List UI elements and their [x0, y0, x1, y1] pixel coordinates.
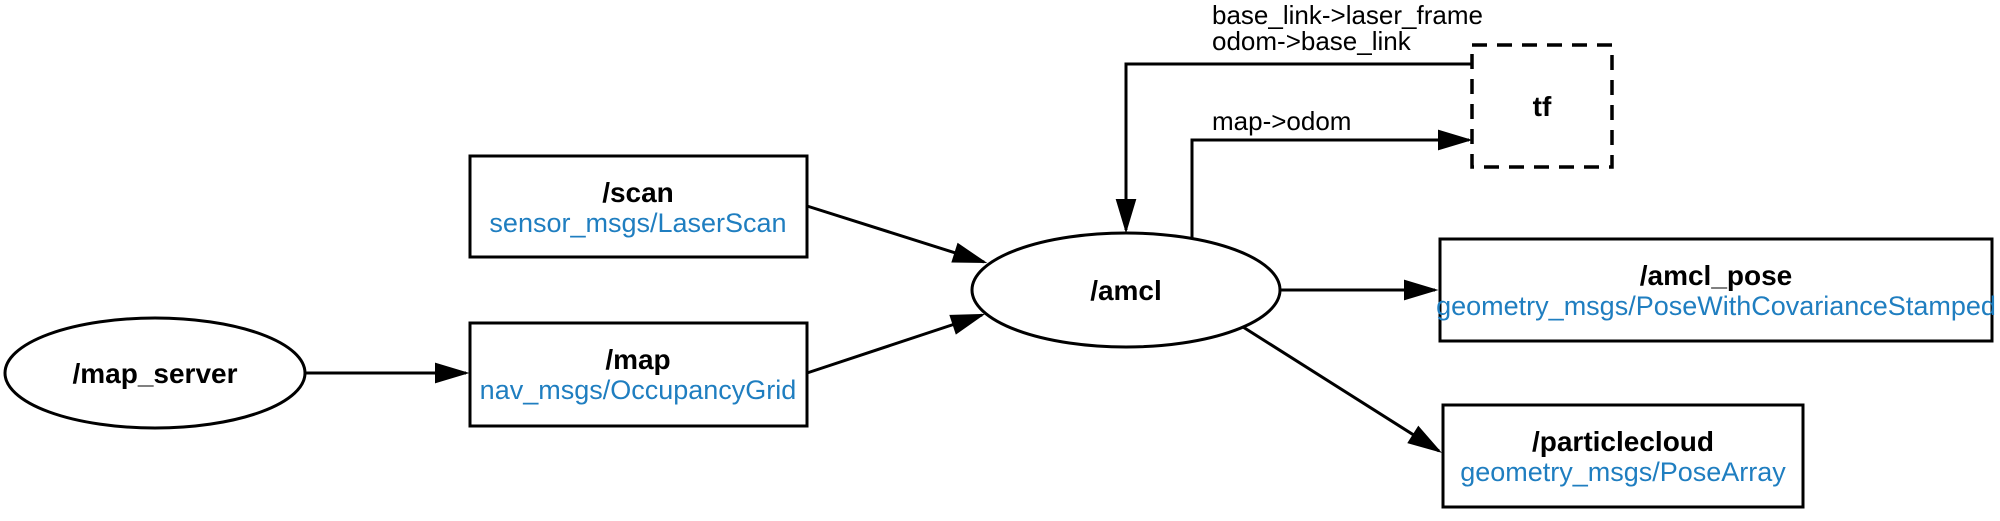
- amcl-pose-topic-type: geometry_msgs/PoseWithCovarianceStamped: [1436, 291, 1996, 321]
- edge-scan-to-amcl: [806, 204, 988, 264]
- amcl-pose-topic-name: /amcl_pose: [1640, 260, 1793, 291]
- tf-box: [1470, 43, 1614, 169]
- node-map-server: /map_server: [3, 316, 307, 430]
- scan-topic-type: sensor_msgs/LaserScan: [489, 208, 786, 238]
- map-server-label: /map_server: [72, 358, 237, 389]
- map-topic-name: /map: [605, 344, 670, 375]
- edge-amcl-to-tf: [1190, 129, 1473, 239]
- edge-tf-to-amcl: [1115, 62, 1472, 234]
- amcl-label: /amcl: [1090, 275, 1162, 306]
- edge-amcl-to-particlecloud: [1242, 325, 1442, 453]
- map-topic-type: nav_msgs/OccupancyGrid: [480, 375, 797, 405]
- node-tf: tf: [1470, 43, 1614, 169]
- particlecloud-topic-type: geometry_msgs/PoseArray: [1460, 457, 1786, 487]
- tf-input-label-line1: base_link->laser_frame: [1212, 0, 1483, 30]
- tf-input-label-line2: odom->base_link: [1212, 26, 1412, 56]
- tf-label: tf: [1533, 91, 1552, 122]
- scan-box: [468, 154, 809, 259]
- topic-scan: /scan sensor_msgs/LaserScan: [468, 154, 809, 259]
- tf-output-label: map->odom: [1212, 106, 1351, 136]
- scan-topic-name: /scan: [602, 177, 674, 208]
- particlecloud-topic-name: /particlecloud: [1532, 426, 1714, 457]
- topic-amcl-pose: /amcl_pose geometry_msgs/PoseWithCovaria…: [1436, 237, 1996, 343]
- topic-map: /map nav_msgs/OccupancyGrid: [468, 321, 809, 428]
- amcl-ellipse: [970, 231, 1282, 349]
- amcl-pose-box: [1438, 237, 1994, 343]
- edge-map-to-amcl: [806, 313, 986, 375]
- particlecloud-box: [1441, 403, 1805, 509]
- node-amcl: /amcl: [970, 231, 1282, 349]
- map-server-ellipse: [3, 316, 307, 430]
- map-box: [468, 321, 809, 428]
- topic-particlecloud: /particlecloud geometry_msgs/PoseArray: [1441, 403, 1805, 509]
